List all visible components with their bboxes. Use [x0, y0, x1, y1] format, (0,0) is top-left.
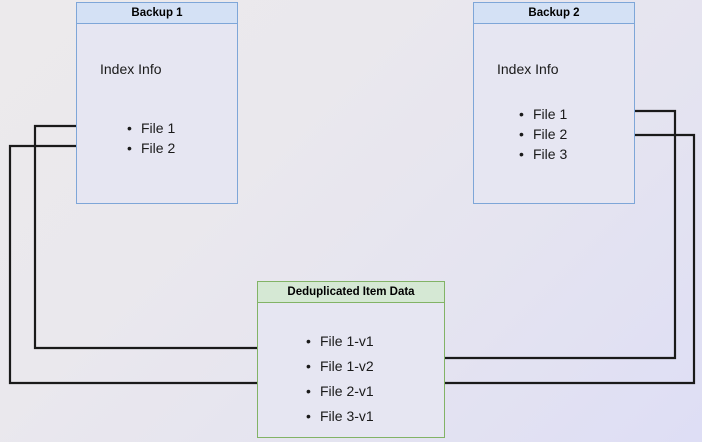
node-backup-2-body: Index Info File 1 File 2 File 3: [474, 24, 634, 203]
node-backup-2[interactable]: Backup 2 Index Info File 1 File 2 File 3: [473, 2, 635, 204]
list-item: File 2: [127, 138, 175, 158]
list-item: File 3: [519, 144, 567, 164]
list-item: File 2: [519, 124, 567, 144]
node-backup-2-header: Backup 2: [474, 3, 634, 24]
connector-backup1-file2: [8, 144, 297, 388]
backup-2-index-label: Index Info: [497, 61, 559, 77]
backup-1-index-label: Index Info: [100, 61, 162, 77]
node-backup-1[interactable]: Backup 1 Index Info File 1 File 2: [76, 2, 238, 204]
backup-1-file-list: File 1 File 2: [127, 118, 175, 158]
backup-2-file-list: File 1 File 2 File 3: [519, 104, 567, 164]
connector-backup2-file1: [395, 109, 677, 363]
node-backup-1-body: Index Info File 1 File 2: [77, 24, 237, 203]
node-dedup-body: File 1-v1 File 1-v2 File 2-v1 File 3-v1: [258, 303, 444, 437]
list-item: File 1-v1: [306, 329, 374, 354]
list-item: File 1: [127, 118, 175, 138]
node-dedup-header: Deduplicated Item Data: [258, 282, 444, 303]
dedup-item-list: File 1-v1 File 1-v2 File 2-v1 File 3-v1: [306, 329, 374, 429]
list-item: File 2-v1: [306, 379, 374, 404]
list-item: File 1-v2: [306, 354, 374, 379]
list-item: File 3-v1: [306, 404, 374, 429]
node-backup-1-header: Backup 1: [77, 3, 237, 24]
node-deduplicated-item-data[interactable]: Deduplicated Item Data File 1-v1 File 1-…: [257, 281, 445, 438]
connector-backup2-file2: [395, 133, 696, 388]
list-item: File 1: [519, 104, 567, 124]
